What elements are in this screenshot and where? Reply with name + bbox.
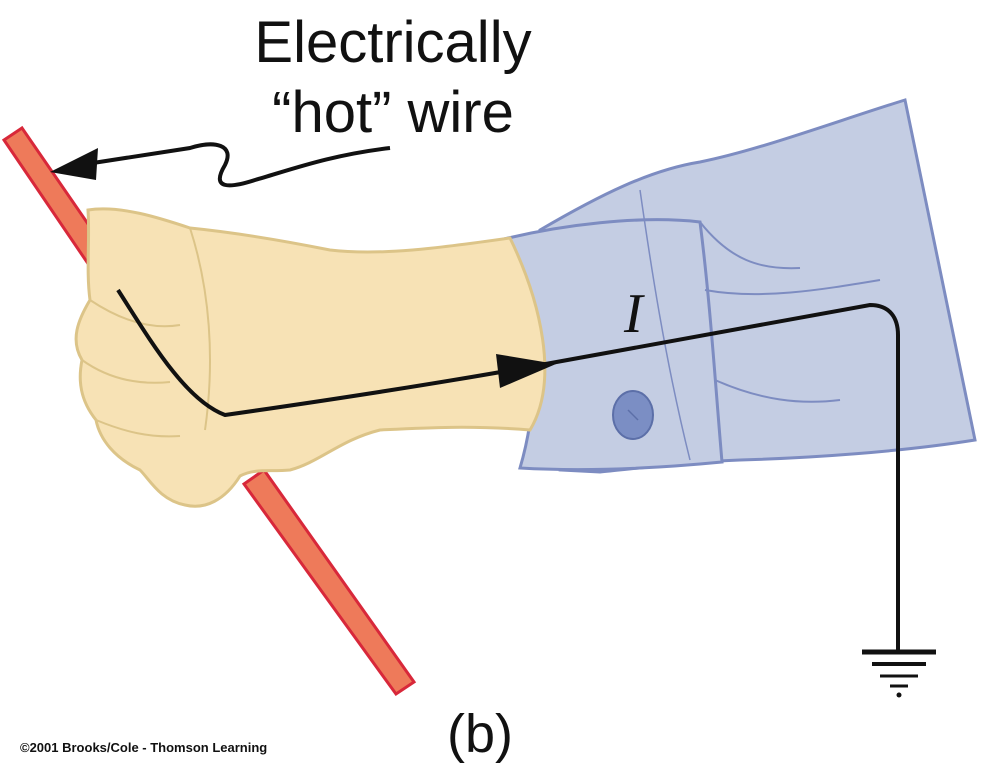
hot-wire-lower-segment bbox=[241, 467, 417, 697]
label-arrowhead-icon bbox=[50, 148, 98, 180]
label-line-1: Electrically bbox=[254, 10, 531, 75]
current-path-line bbox=[116, 288, 900, 650]
finger-line-3 bbox=[95, 419, 181, 438]
cuff-button-icon bbox=[612, 390, 654, 440]
shirt-sleeve bbox=[497, 98, 977, 474]
label-line-2: “hot” wire bbox=[272, 80, 514, 145]
finger-line-1 bbox=[89, 299, 181, 328]
fist bbox=[74, 207, 547, 508]
sleeve-fold-3 bbox=[714, 379, 841, 403]
sleeve-fold-2 bbox=[704, 279, 881, 296]
copyright-notice: ©2001 Brooks/Cole - Thomson Learning bbox=[20, 740, 267, 755]
current-path bbox=[116, 288, 900, 650]
hand bbox=[74, 207, 547, 508]
label-pointer-line bbox=[79, 142, 391, 188]
finger-line-2 bbox=[81, 359, 171, 384]
current-arrowhead-icon bbox=[496, 354, 556, 388]
label-pointer bbox=[50, 142, 391, 188]
panel-label: (b) bbox=[447, 704, 513, 764]
ground-symbol-icon bbox=[862, 649, 936, 698]
cuff-crease bbox=[639, 189, 691, 461]
current-label: I bbox=[623, 283, 645, 345]
sleeve-fold-1 bbox=[699, 221, 801, 270]
